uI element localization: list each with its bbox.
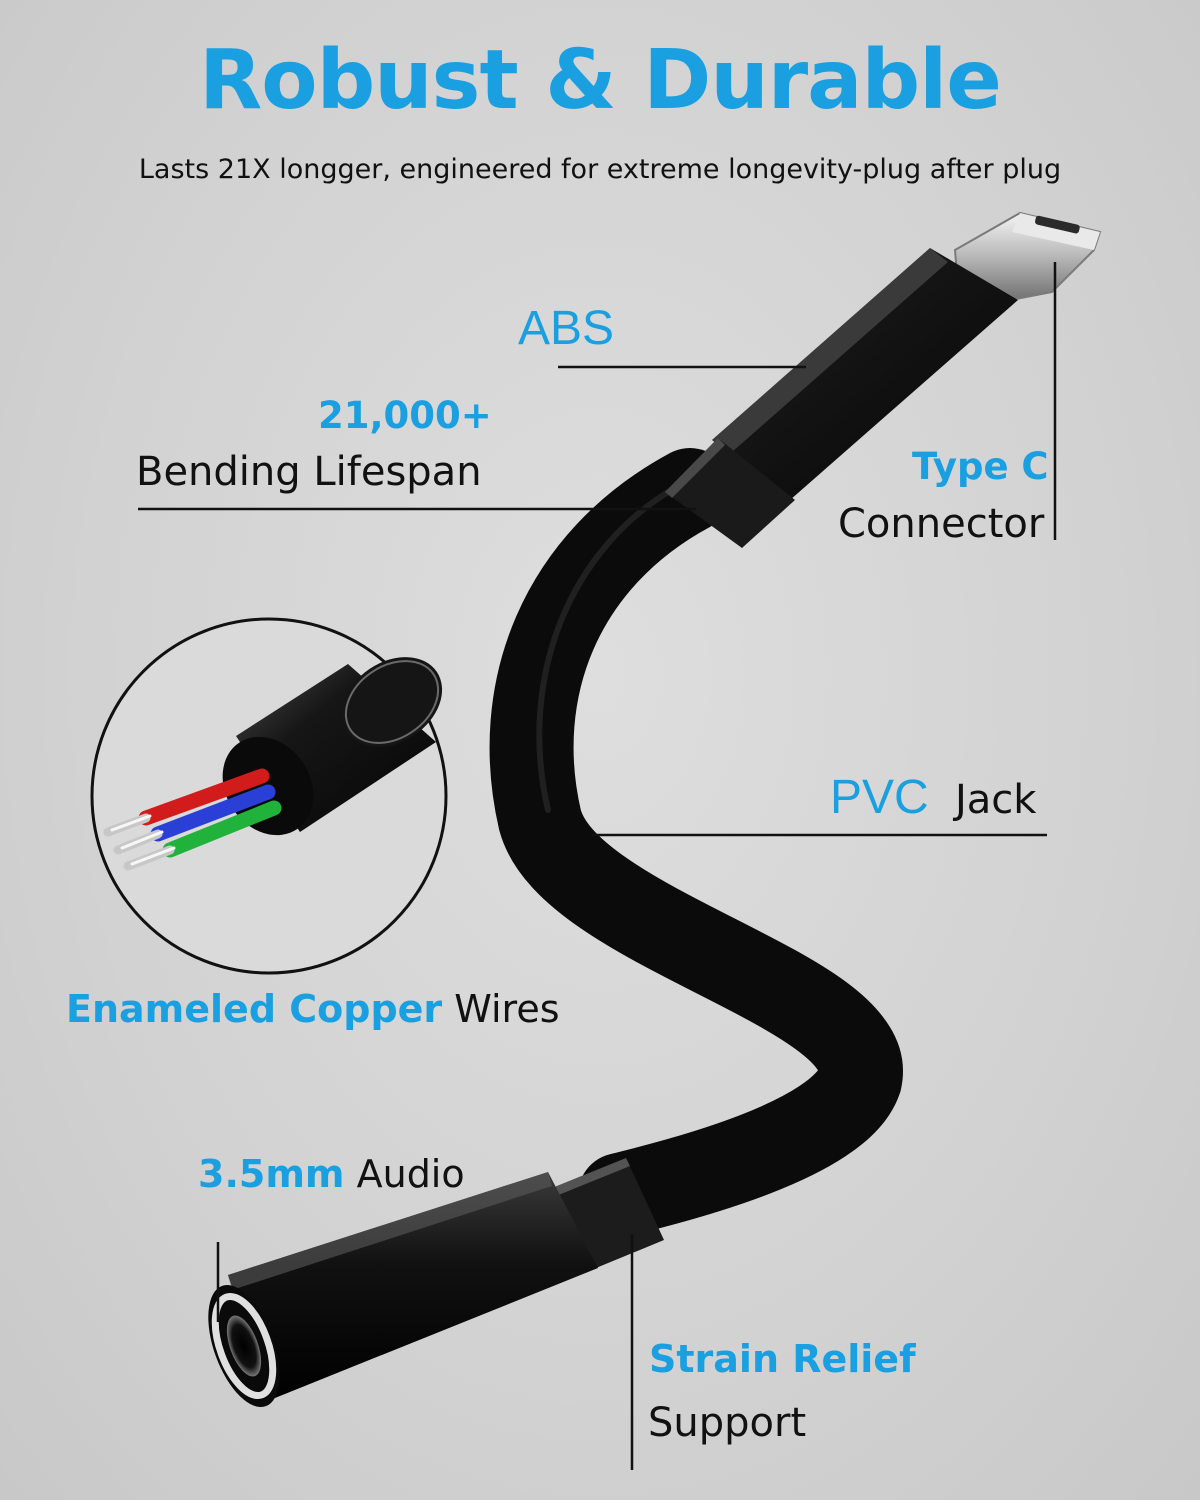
bending-value: 21,000+ — [318, 394, 492, 437]
strain-highlight: Strain Relief — [649, 1337, 916, 1381]
audio-jack — [208, 1158, 664, 1408]
inset-wire-2 — [150, 784, 276, 842]
cable-highlight — [536, 489, 671, 813]
audio-jack-hole — [226, 1315, 262, 1377]
type-c-plug — [665, 211, 1102, 548]
abs-label: ABS — [518, 302, 615, 355]
pvc-cable — [489, 448, 903, 1237]
audio-label: Audio — [356, 1152, 465, 1196]
inset-wires — [103, 768, 282, 871]
page-title: Robust & Durable — [199, 33, 1002, 128]
type-c-highlight: Type C — [912, 445, 1049, 488]
inset-wire-3 — [162, 800, 282, 858]
type-c-label: Connector — [838, 501, 1045, 547]
copper-highlight: Enameled Copper — [66, 987, 443, 1031]
audio-highlight: 3.5mm — [198, 1152, 345, 1196]
pvc-label: Jack — [955, 777, 1037, 823]
type-c-housing — [712, 248, 1018, 500]
audio-jack-shell — [228, 1172, 598, 1400]
bending-label: Bending Lifespan — [136, 449, 482, 495]
copper-label: Wires — [454, 987, 560, 1031]
copper-callout: Enameled Copper Wires — [66, 990, 560, 1028]
copper-wire-inset — [90, 617, 448, 975]
audio-callout: 3.5mm Audio — [198, 1155, 465, 1193]
leader-lines — [138, 262, 1057, 1470]
page-subtitle: Lasts 21X longger, engineered for extrem… — [138, 154, 1062, 185]
pvc-highlight: PVC — [830, 771, 929, 824]
strain-label: Support — [648, 1400, 807, 1446]
inset-wire-1 — [138, 768, 270, 826]
